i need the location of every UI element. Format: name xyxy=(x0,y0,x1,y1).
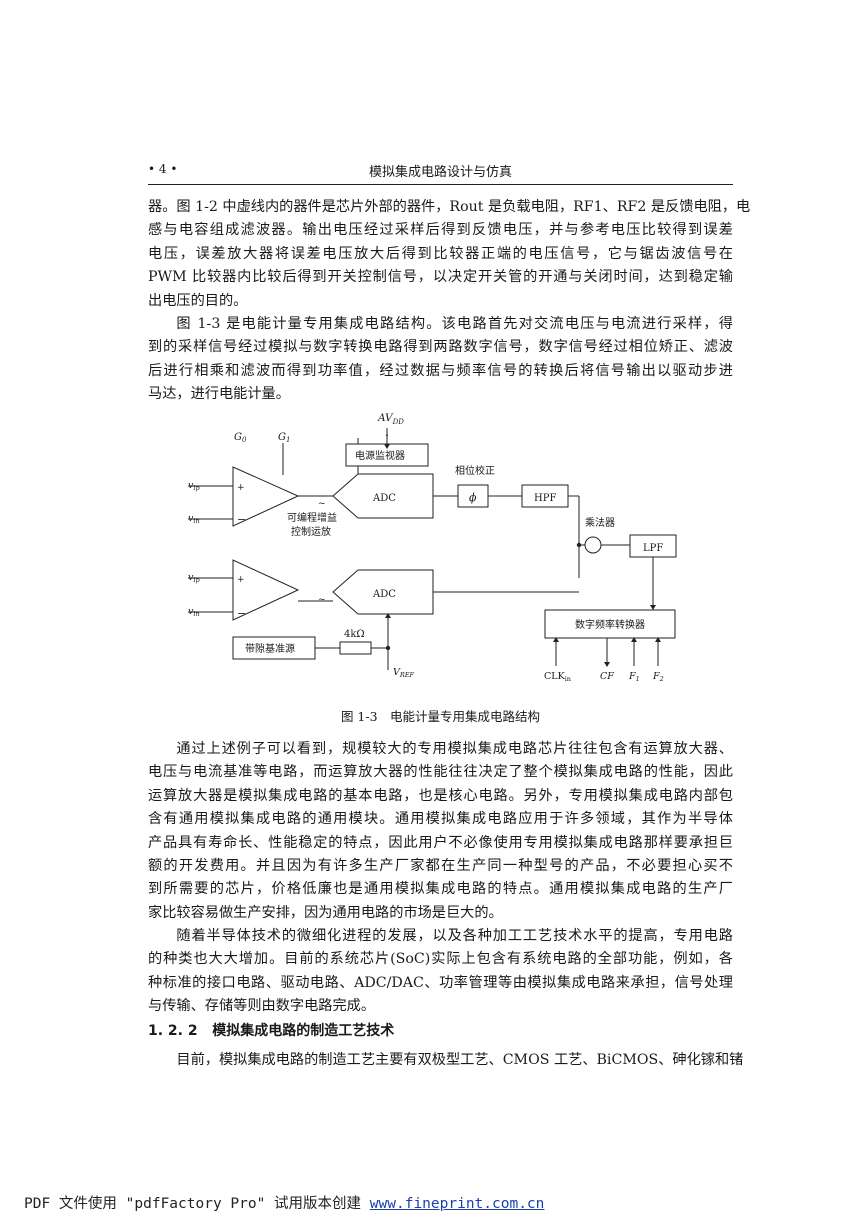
text-line: 感与电容组成滤波器。输出电压经过采样后得到反馈电压，并与参考电压比较得到误差 xyxy=(148,222,733,239)
phi-label: ϕ xyxy=(469,491,477,504)
paragraph-3: 通过上述例子可以看到，规模较大的专用模拟集成电路芯片往往包含有运算放大器、 电压… xyxy=(148,738,733,925)
vip-main: v xyxy=(188,480,194,491)
plus-sign: + xyxy=(237,483,245,493)
f1-main: F xyxy=(628,671,636,682)
clk-label: CLKin xyxy=(544,671,571,683)
minus-sign-2: − xyxy=(237,607,246,620)
text-line: 图 1-3 是电能计量专用集成电路结构。该电路首先对交流电压与电流进行采样，得 xyxy=(176,316,733,332)
vin2-label: vin xyxy=(188,606,200,618)
vin2-main: v xyxy=(188,606,194,617)
text-line: 运算放大器是模拟集成电路的基本电路，也是核心电路。另外，专用模拟集成电路内部包 xyxy=(148,787,733,804)
text-line: PWM 比较器内比较后得到开关控制信号，以决定开关管的开通与关闭时间，达到稳定输 xyxy=(148,269,733,286)
vref-label: VREF xyxy=(393,667,415,679)
f1-label: F1 xyxy=(628,671,640,683)
avdd-main: AV xyxy=(377,412,394,424)
g0-main: G xyxy=(234,432,242,443)
vip2-label: vip xyxy=(188,572,200,584)
footer-text: PDF 文件使用 "pdfFactory Pro" 试用版本创建 xyxy=(24,1196,370,1212)
text-line: 额的开发费用。并且因为有许多生产厂家都在生产同一种型号的产品，不必要担心买不 xyxy=(148,858,733,875)
phase-correction-label: 相位校正 xyxy=(455,464,495,477)
vip-sub: ip xyxy=(193,484,200,492)
text-line: 马达，进行电能计量。 xyxy=(148,386,290,403)
text-line: 通过上述例子可以看到，规模较大的专用模拟集成电路芯片往往包含有运算放大器、 xyxy=(176,741,733,757)
adc1-label: ADC xyxy=(372,493,396,504)
section-heading: 1. 2. 2 模拟集成电路的制造工艺技术 xyxy=(148,1020,394,1040)
running-title: 模拟集成电路设计与仿真 xyxy=(368,165,512,180)
vin-label: vin xyxy=(188,513,200,525)
text-line: 出电压的目的。 xyxy=(148,292,248,309)
block-diagram: AVDD G0 G1 电源监视器 相位校正 vip vin + − ADC ϕ … xyxy=(188,412,677,683)
text-line: 产品具有寿命长、性能稳定的特点，因此用户不必像使用专用模拟集成电路那样要承担巨 xyxy=(148,834,733,851)
f2-sub: 2 xyxy=(659,675,664,683)
g0-label: G0 xyxy=(234,432,247,444)
tilde-2: ~ xyxy=(318,595,326,605)
g1-label: G1 xyxy=(278,432,290,444)
figure-caption: 图 1-3 电能计量专用集成电路结构 xyxy=(340,709,541,724)
page-header: • 4 • 模拟集成电路设计与仿真 xyxy=(148,158,733,180)
text-line: 含有通用模拟集成电路的通用模块。通用模拟集成电路应用于许多领域，其作为半导体 xyxy=(148,811,733,828)
clk-main: CLK xyxy=(544,671,566,682)
bandgap-label: 带隙基准源 xyxy=(245,642,295,655)
multiplier-label: 乘法器 xyxy=(585,516,615,529)
vref-sub: REF xyxy=(399,671,415,679)
vin-sub: in xyxy=(193,517,199,525)
text-line: 目前，模拟集成电路的制造工艺主要有双极型工艺、CMOS 工艺、BiCMOS、砷化… xyxy=(176,1052,744,1068)
text-line: 到的采样信号经过模拟与数字转换电路得到两路数字信号，数字信号经过相位矫正、滤波 xyxy=(148,339,733,356)
text-line: 器。图 1-2 中虚线内的器件是芯片外部的器件，Rout 是负载电阻，RF1、R… xyxy=(148,199,751,215)
f1-sub: 1 xyxy=(636,675,640,683)
paragraph-1: 器。图 1-2 中虚线内的器件是芯片外部的器件，Rout 是负载电阻，RF1、R… xyxy=(148,196,751,313)
tilde-1: ~ xyxy=(318,499,326,509)
text-line: 到所需要的芯片，价格低廉也是通用模拟集成电路的特点。通用模拟集成电路的生产厂 xyxy=(148,881,733,898)
f2-label: F2 xyxy=(652,671,664,683)
text-line: 随着半导体技术的微细化进程的发展，以及各种加工工艺技术水平的提高，专用电路 xyxy=(176,928,733,944)
plus-sign-2: + xyxy=(237,575,245,585)
vin2-sub: in xyxy=(193,610,199,618)
text-line: 电压与电流基准等电路，而运算放大器的性能往往决定了整个模拟集成电路的性能，因此 xyxy=(148,764,733,781)
dfc-label: 数字频率转换器 xyxy=(575,618,645,631)
footer-link[interactable]: www.fineprint.com.cn xyxy=(369,1196,545,1212)
text-line: 与传输、存储等则由数字电路完成。 xyxy=(148,998,376,1015)
g1-sub: 1 xyxy=(286,436,290,444)
text-line: 的种类也大大增加。目前的系统芯片(SoC)实际上包含有系统电路的全部功能，例如，… xyxy=(148,951,733,968)
pdf-footer: PDF 文件使用 "pdfFactory Pro" 试用版本创建 www.fin… xyxy=(24,1192,544,1213)
text-line: 后进行相乘和滤波而得到功率值，经过数据与频率信号的转换后将信号输出以驱动步进 xyxy=(148,362,733,379)
section-title-text: 模拟集成电路的制造工艺技术 xyxy=(212,1023,395,1039)
pga-label-line2: 控制运放 xyxy=(291,525,331,538)
vip-label: vip xyxy=(188,480,200,492)
avdd-sub: DD xyxy=(392,418,405,426)
paragraph-4: 随着半导体技术的微细化进程的发展，以及各种加工工艺技术水平的提高，专用电路 的种… xyxy=(148,925,733,1019)
paragraph-2: 图 1-3 是电能计量专用集成电路结构。该电路首先对交流电压与电流进行采样，得 … xyxy=(148,313,733,407)
cf-label: CF xyxy=(600,671,614,682)
lpf-label: LPF xyxy=(643,543,663,554)
power-monitor-label: 电源监视器 xyxy=(355,449,405,462)
text-line: 电压，误差放大器将误差电压放大后得到比较器正端的电压信号，它与锯齿波信号在 xyxy=(148,245,733,262)
page-number: • 4 • xyxy=(148,162,178,176)
f2-main: F xyxy=(652,671,660,682)
g0-sub: 0 xyxy=(242,436,247,444)
vin-main: v xyxy=(188,513,194,524)
clk-sub: in xyxy=(565,675,571,683)
g1-main: G xyxy=(278,432,286,443)
paragraph-5: 目前，模拟集成电路的制造工艺主要有双极型工艺、CMOS 工艺、BiCMOS、砷化… xyxy=(148,1049,744,1072)
text-line: 种标准的接口电路、驱动电路、ADC/DAC、功率管理等由模拟集成电路来承担，信号… xyxy=(148,974,733,991)
avdd-label: AVDD xyxy=(377,412,404,426)
header-rule xyxy=(148,184,733,185)
adc2-label: ADC xyxy=(372,589,396,600)
figure-1-3: AVDD G0 G1 电源监视器 相位校正 vip vin + − ADC ϕ … xyxy=(148,408,733,693)
minus-sign: − xyxy=(237,513,246,526)
vref-main: V xyxy=(393,667,401,678)
hpf-label: HPF xyxy=(534,493,556,504)
pga-label-line1: 可编程增益 xyxy=(287,511,337,524)
section-number: 1. 2. 2 xyxy=(148,1023,198,1039)
resistor-label: 4kΩ xyxy=(344,629,365,640)
text-line: 家比较容易做生产安排，因为通用电路的市场是巨大的。 xyxy=(148,904,503,921)
vip2-sub: ip xyxy=(193,576,200,584)
vip2-main: v xyxy=(188,572,194,583)
